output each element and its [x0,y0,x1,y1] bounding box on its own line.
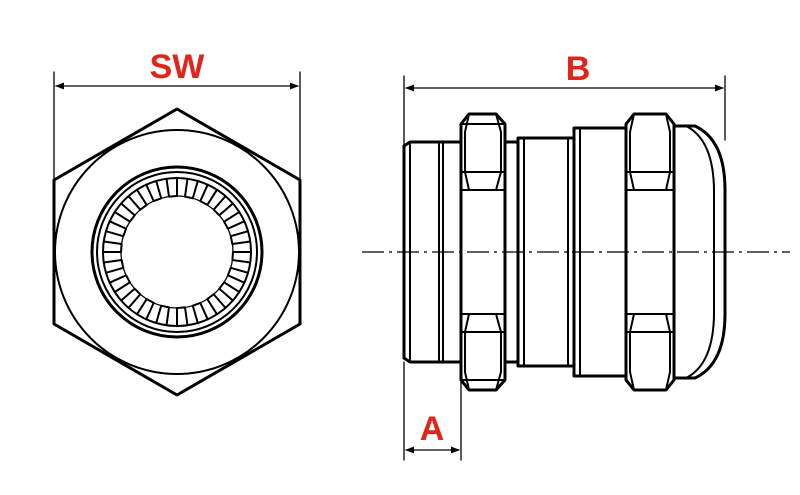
a-label: A [420,410,445,448]
b-dimension: B [403,50,726,147]
clamp-tooth [165,177,178,198]
clamp-tooth [102,259,125,274]
sw-dimension: SW [53,48,301,181]
bore-ring-inner [102,177,252,327]
clamp-tooth [102,240,123,253]
clamp-tooth [155,304,170,327]
bore-ring-middle [96,171,258,333]
side-view [362,112,790,392]
bore-ring-outer [90,165,264,339]
lock-nut [459,112,507,392]
clamp-tooth [176,306,189,327]
clamp-teeth [102,177,252,327]
a-dimension: A [403,361,462,461]
bore-opening [120,195,234,309]
hex-chamfer-circle [54,129,300,375]
b-label: B [566,50,591,88]
front-view [52,107,302,397]
dome-cap [672,124,727,380]
sw-label: SW [150,48,206,86]
clamp-tooth [229,230,252,245]
clamp-tooth [231,251,252,264]
clamp-tooth [184,177,199,200]
dome-nut [624,112,676,392]
